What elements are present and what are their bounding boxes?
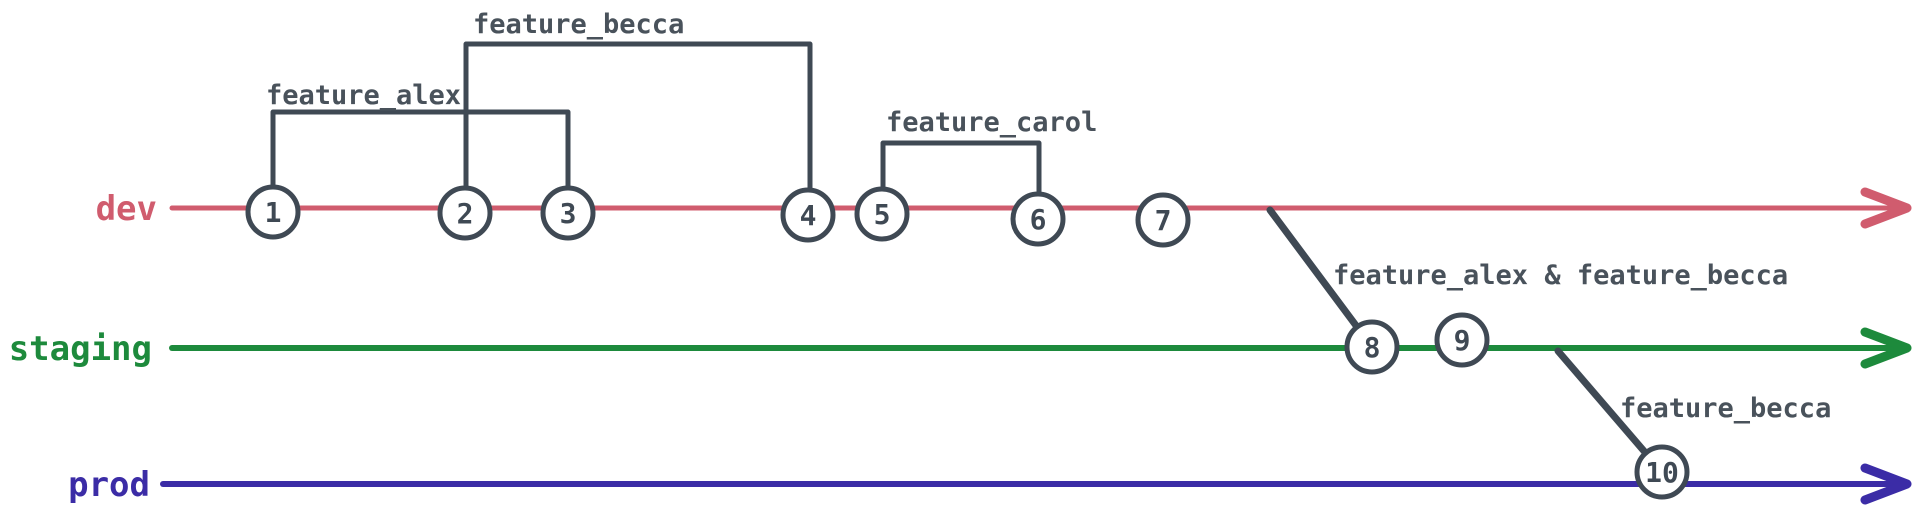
commit-node-9: [1434, 312, 1490, 368]
commit-node-10: [1634, 444, 1690, 500]
commit-number-4: 4: [800, 199, 817, 232]
commit-node-3: [540, 185, 596, 241]
feature-span-label-feature_carol: feature_carol: [886, 107, 1097, 138]
commit-node-2: [437, 185, 493, 241]
commit-node-1: [245, 184, 301, 240]
merge-label-0: feature_alex & feature_becca: [1333, 260, 1788, 291]
commit-number-5: 5: [874, 198, 891, 231]
commit-node-5: [854, 186, 910, 242]
branch-arrow-icon-dev: [1860, 187, 1912, 229]
feature-bracket-feature_becca: [463, 41, 813, 217]
commit-node-6: [1010, 191, 1066, 247]
commit-number-2: 2: [457, 197, 474, 230]
feature-bracket-feature_carol: [880, 140, 1042, 219]
feature-span-label-feature_becca: feature_becca: [473, 9, 684, 40]
commit-number-1: 1: [265, 196, 282, 229]
commit-number-10: 10: [1645, 456, 1679, 489]
commit-node-8: [1344, 319, 1400, 375]
merge-line-0: [1266, 206, 1376, 351]
commit-node-7: [1135, 192, 1191, 248]
branch-arrow-icon-prod: [1860, 463, 1912, 505]
branch-label-prod: prod: [68, 465, 150, 505]
branch-label-dev: dev: [96, 189, 157, 229]
merge-label-1: feature_becca: [1620, 393, 1831, 424]
feature-span-label-feature_alex: feature_alex: [266, 80, 461, 111]
commit-node-4: [780, 187, 836, 243]
commit-number-6: 6: [1030, 203, 1047, 236]
commit-number-9: 9: [1454, 324, 1471, 357]
branch-label-staging: staging: [9, 329, 152, 369]
branch-arrow-icon-staging: [1860, 327, 1912, 369]
commit-number-8: 8: [1364, 331, 1381, 364]
feature-bracket-feature_alex: [270, 109, 571, 217]
commit-number-3: 3: [560, 197, 577, 230]
commit-number-7: 7: [1155, 204, 1172, 237]
